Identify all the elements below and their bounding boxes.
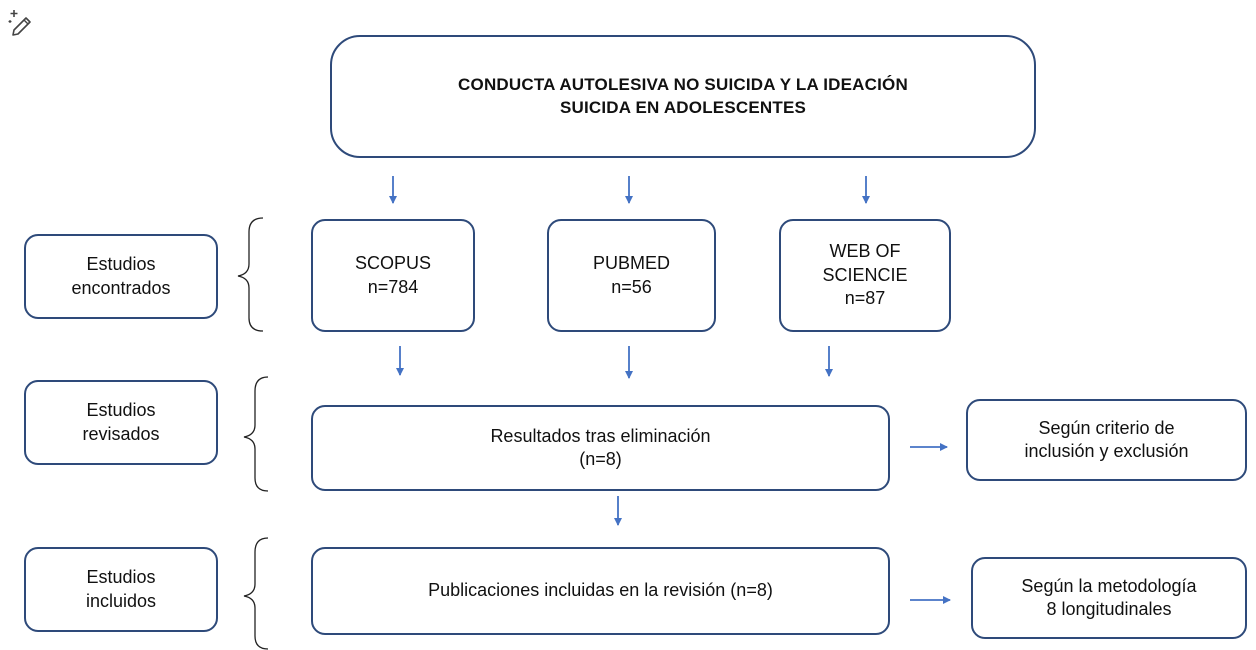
pubmed-count: n=56 [611,276,652,297]
stage-included: Estudios incluidos [24,547,218,632]
pubmed-name: PUBMED [592,253,670,274]
diagram-title: CONDUCTA AUTOLESIVA NO SUICIDA Y LA IDEA… [330,35,1036,158]
criteria-line-2: inclusión y exclusión [1024,441,1189,461]
publications-box: Publicaciones incluidas en la revisión (… [311,547,890,635]
stage-found-line-1: Estudios [86,254,156,275]
criteria-line-1: Según criterio de [1038,417,1175,438]
stage-found-line-2: encontrados [71,277,171,298]
methodology-line-1: Según la metodología [1021,575,1197,596]
magic-pencil-icon [8,10,31,36]
scopus-count: n=784 [367,276,419,297]
database-pubmed: PUBMED n=56 [547,219,716,332]
wos-name-line-1: WEB OF [829,241,901,262]
stage-reviewed-line-2: revisados [82,423,160,444]
title-line-2: SUICIDA EN ADOLESCENTES [559,97,807,117]
scopus-name: SCOPUS [354,253,432,274]
stage-reviewed-line-1: Estudios [86,400,156,421]
brace-included [243,537,269,650]
brace-reviewed [243,376,269,492]
results-line-1: Resultados tras eliminación [490,425,711,446]
stage-reviewed: Estudios revisados [24,380,218,465]
publications-label: Publicaciones incluidas en la revisión (… [428,580,773,601]
methodology-box: Según la metodología 8 longitudinales [971,557,1247,639]
results-box: Resultados tras eliminación (n=8) [311,405,890,491]
stage-found: Estudios encontrados [24,234,218,319]
criteria-box: Según criterio de inclusión y exclusión [966,399,1247,481]
methodology-line-2: 8 longitudinales [1046,599,1172,619]
title-line-1: CONDUCTA AUTOLESIVA NO SUICIDA Y LA IDEA… [458,75,908,95]
stage-included-line-2: incluidos [85,590,157,611]
wos-name-line-2: SCIENCIE [822,264,908,285]
stage-included-line-1: Estudios [86,567,156,588]
brace-found [237,217,264,332]
results-line-2: (n=8) [579,449,622,469]
database-web-of-science: WEB OF SCIENCIE n=87 [779,219,951,332]
wos-count: n=87 [844,288,886,309]
database-scopus: SCOPUS n=784 [311,219,475,332]
